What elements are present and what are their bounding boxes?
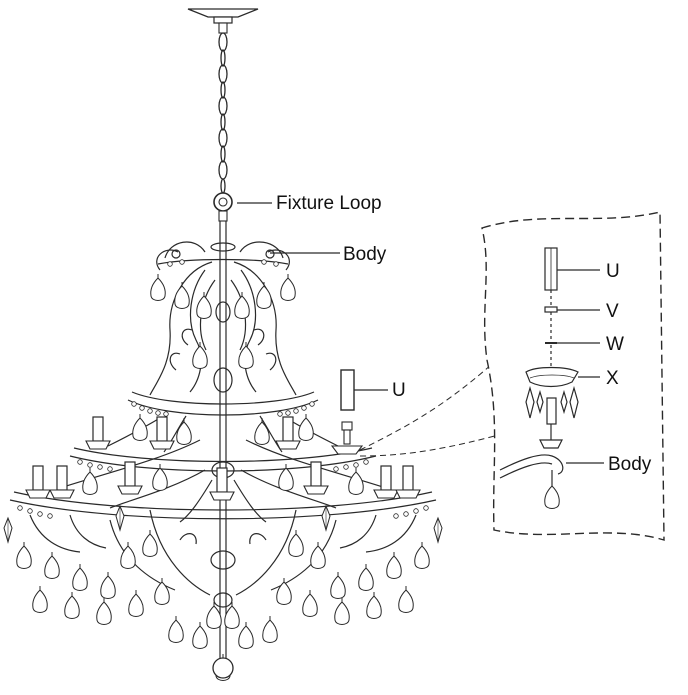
fixture-loop <box>213 192 233 222</box>
canopy <box>187 8 259 34</box>
prisms <box>3 505 443 543</box>
label-detail-u: U <box>606 261 620 282</box>
label-detail-x: X <box>606 368 619 389</box>
label-fixture-loop: Fixture Loop <box>276 193 382 214</box>
chandelier-body <box>9 221 437 660</box>
label-detail-v: V <box>606 301 619 322</box>
label-u: U <box>392 380 406 401</box>
detail-callout-lines <box>359 363 511 457</box>
label-detail-w: W <box>606 334 624 355</box>
bottom-finial <box>212 657 234 679</box>
label-body: Body <box>343 244 387 265</box>
candle-socket-with-bulb-base <box>330 421 364 455</box>
detail-assembly <box>499 247 604 486</box>
part-u-sleeve <box>340 369 355 411</box>
chain <box>218 32 228 194</box>
label-detail-body: Body <box>608 454 652 475</box>
